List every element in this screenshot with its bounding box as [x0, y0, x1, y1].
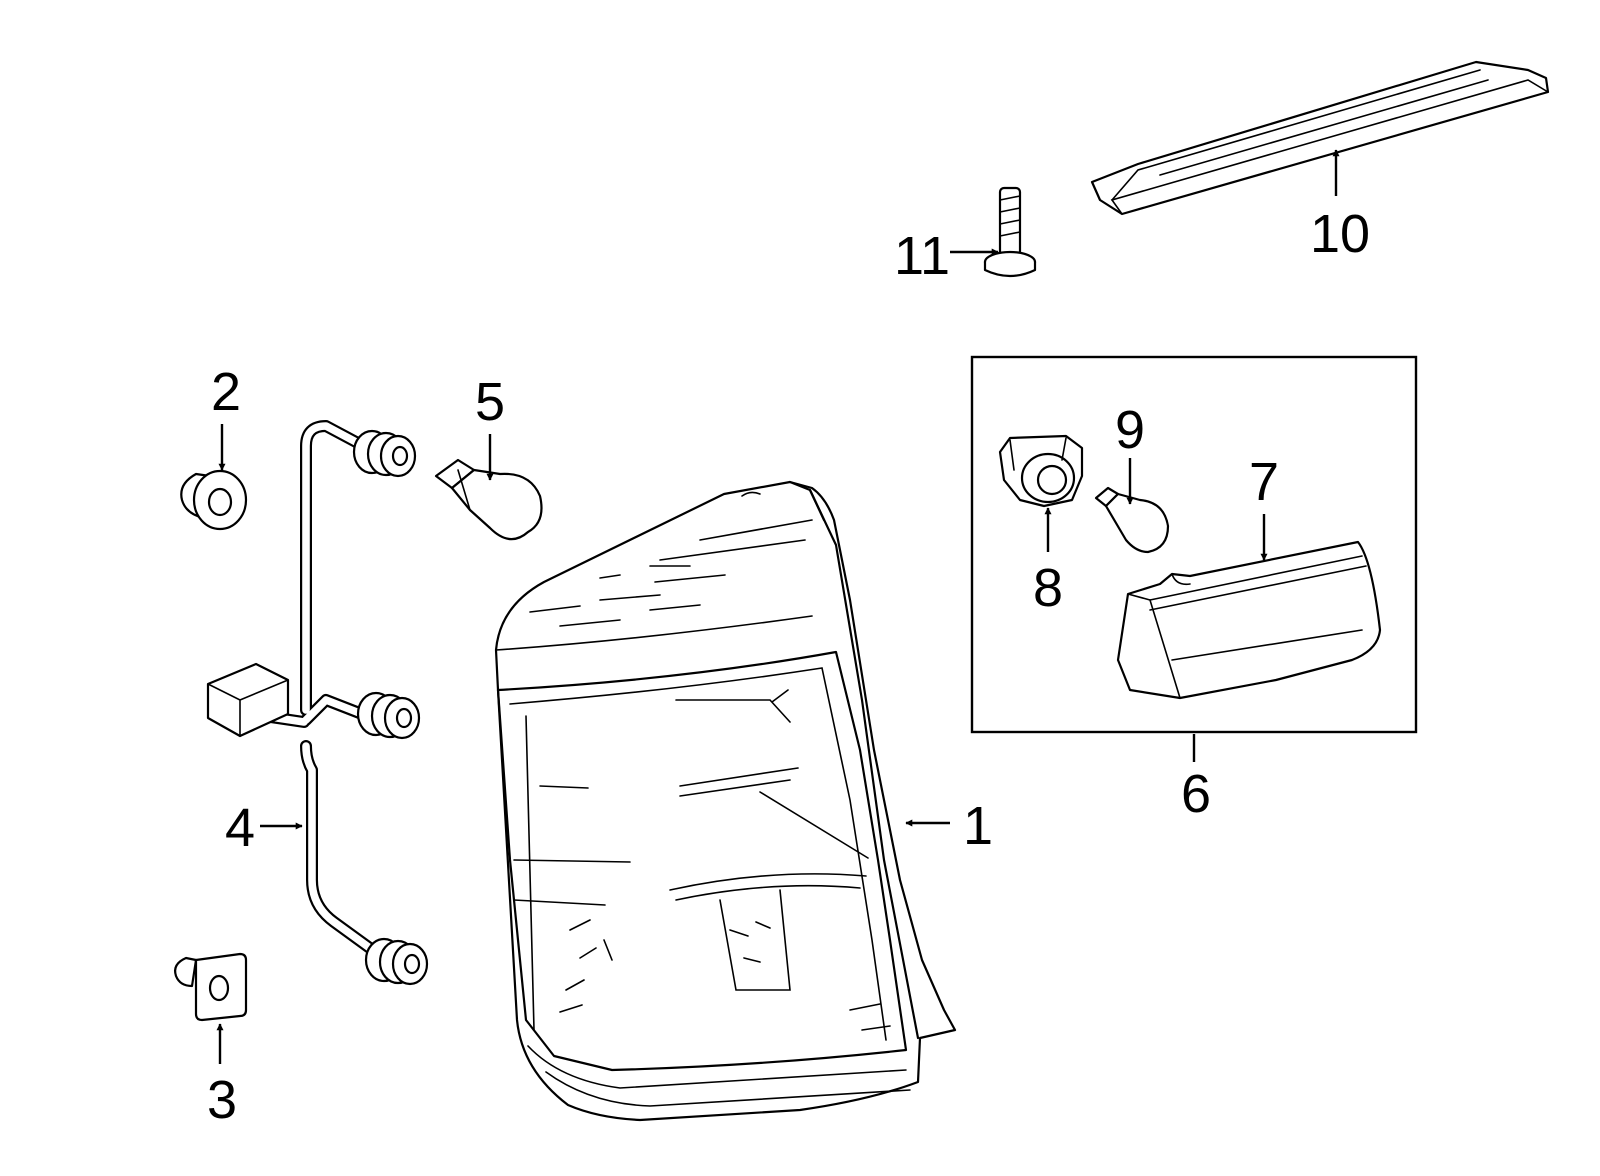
callout-8: 8 — [1033, 558, 1063, 618]
bulb-part[interactable] — [434, 458, 543, 541]
license-lamp-group-box — [970, 355, 1418, 734]
trim-molding-part[interactable] — [1090, 60, 1550, 216]
socket-upper — [352, 429, 417, 478]
callout-6: 6 — [1181, 764, 1211, 824]
callout-7: 7 — [1249, 452, 1279, 512]
callout-1: 1 — [963, 796, 993, 856]
callout-labels: 1 2 3 4 5 6 7 8 9 10 11 — [207, 204, 1370, 1130]
callout-9: 9 — [1115, 400, 1145, 460]
leader-lines — [216, 149, 1340, 1064]
retainer-part[interactable] — [174, 952, 248, 1022]
callout-5: 5 — [475, 372, 505, 432]
grommet-part[interactable] — [180, 469, 248, 531]
small-bulb-part[interactable] — [1094, 486, 1170, 554]
socket-middle — [356, 691, 421, 740]
socket-lower — [364, 937, 429, 986]
tail-lamp-part[interactable] — [494, 480, 957, 1122]
callout-10: 10 — [1310, 204, 1370, 264]
license-lamp-part[interactable] — [1116, 540, 1382, 700]
callout-2: 2 — [211, 362, 241, 422]
callout-4: 4 — [225, 798, 255, 858]
callout-11: 11 — [894, 226, 950, 286]
bolt-part[interactable] — [983, 186, 1037, 278]
lamp-socket-part[interactable] — [998, 434, 1084, 508]
callout-3: 3 — [207, 1070, 237, 1130]
wiring-harness-part[interactable] — [206, 420, 429, 986]
